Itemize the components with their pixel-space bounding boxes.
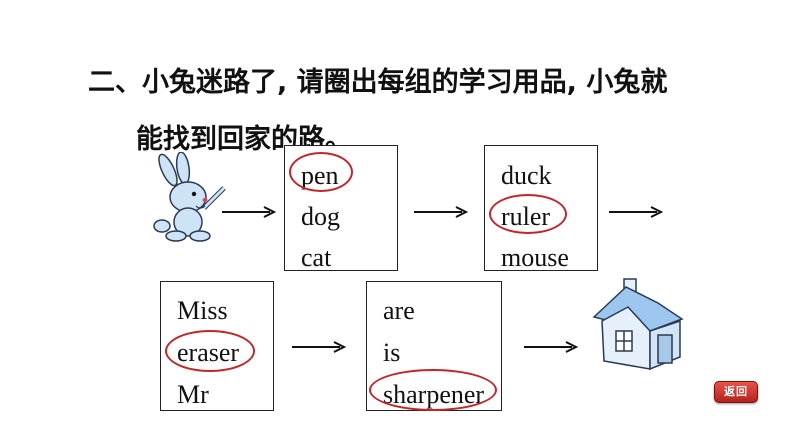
rabbit-illustration	[153, 152, 226, 242]
answer-circle	[165, 330, 255, 372]
word[interactable]: are	[383, 296, 415, 325]
arrow-right-icon	[414, 206, 469, 218]
arrow-right-icon	[222, 206, 277, 218]
house-illustration	[592, 278, 684, 371]
word[interactable]: cat	[301, 243, 332, 272]
word[interactable]: mouse	[501, 243, 569, 272]
word-group-2: duck ruler mouse	[484, 145, 598, 271]
word[interactable]: dog	[301, 202, 340, 231]
back-button[interactable]: 返回	[714, 381, 758, 403]
arrow-right-icon	[609, 206, 664, 218]
answer-circle	[369, 369, 497, 411]
word[interactable]: Mr	[177, 380, 209, 409]
word[interactable]: is	[383, 338, 401, 367]
answer-circle	[289, 152, 353, 192]
answer-circle	[489, 194, 567, 234]
arrow-right-icon	[524, 341, 579, 353]
arrow-right-icon	[292, 341, 347, 353]
word-group-4: are is sharpener	[366, 281, 502, 411]
word[interactable]: duck	[501, 161, 552, 190]
word-group-3: Miss eraser Mr	[160, 281, 274, 411]
word-group-1: pen dog cat	[284, 145, 398, 271]
word[interactable]: Miss	[177, 296, 228, 325]
instruction-line-1: 二、小兔迷路了, 请圈出每组的学习用品, 小兔就	[88, 67, 668, 98]
